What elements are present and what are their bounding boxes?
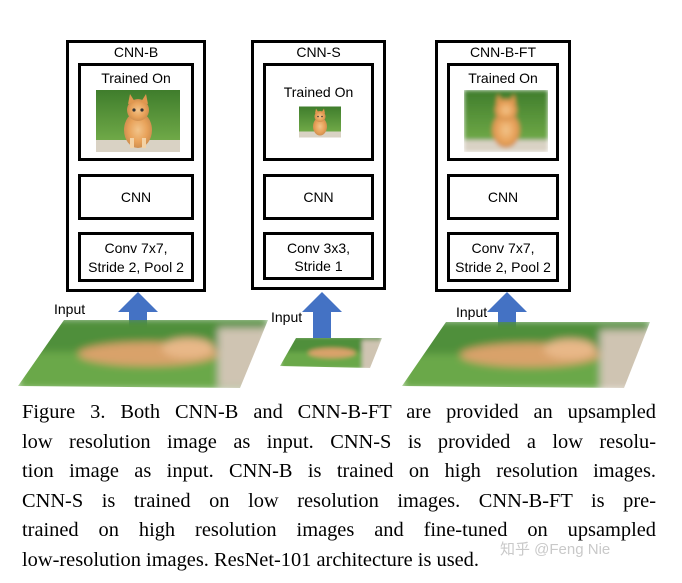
column-cnn-b: CNN-B Trained On CNN Conv 7x7, Stride 2,… bbox=[66, 40, 206, 292]
input-label: Input bbox=[54, 301, 85, 317]
kitten-image-high-res bbox=[96, 90, 180, 152]
conv-label-line1: Conv 7x7, bbox=[81, 239, 191, 258]
caption-line: tion image as input. CNN-B is trained on… bbox=[22, 457, 656, 487]
caption-line: Figure 3. Both CNN-B and CNN-B-FT are pr… bbox=[22, 398, 656, 428]
cnn-label: CNN bbox=[450, 188, 556, 207]
column-title: CNN-B bbox=[69, 44, 203, 60]
cnn-label: CNN bbox=[266, 188, 371, 207]
conv-label-line2: Stride 1 bbox=[266, 257, 371, 276]
input-label: Input bbox=[271, 309, 302, 325]
conv-label-line2: Stride 2, Pool 2 bbox=[81, 258, 191, 277]
conv-box: Conv 3x3, Stride 1 bbox=[263, 232, 374, 280]
column-cnn-b-ft: CNN-B-FT Trained On CNN Conv 7x7, Stride… bbox=[435, 40, 571, 292]
kitten-image-blurred bbox=[464, 90, 548, 152]
cnn-label: CNN bbox=[81, 188, 191, 207]
watermark: 知乎 @Feng Nie bbox=[500, 538, 610, 559]
cnn-box: CNN bbox=[447, 174, 559, 220]
trained-on-label: Trained On bbox=[450, 69, 556, 88]
conv-box: Conv 7x7, Stride 2, Pool 2 bbox=[447, 232, 559, 282]
input-image-low-res bbox=[280, 336, 382, 370]
trained-on-box: Trained On bbox=[263, 63, 374, 161]
conv-label-line1: Conv 7x7, bbox=[450, 239, 556, 258]
trained-on-box: Trained On bbox=[447, 63, 559, 161]
trained-on-label: Trained On bbox=[266, 83, 371, 102]
input-label: Input bbox=[456, 304, 487, 320]
trained-on-box: Trained On bbox=[78, 63, 194, 161]
cnn-box: CNN bbox=[78, 174, 194, 220]
trained-on-label: Trained On bbox=[81, 69, 191, 88]
caption-line: CNN-S is trained on low resolution image… bbox=[22, 487, 656, 517]
conv-label-line1: Conv 3x3, bbox=[266, 239, 371, 258]
input-image-upsampled bbox=[402, 320, 650, 390]
column-title: CNN-S bbox=[254, 44, 383, 60]
kitten-image-low-res bbox=[299, 106, 341, 138]
conv-label-line2: Stride 2, Pool 2 bbox=[450, 258, 556, 277]
column-title: CNN-B-FT bbox=[438, 44, 568, 60]
caption-line: low resolution image as input. CNN-S is … bbox=[22, 428, 656, 458]
input-image-upsampled bbox=[18, 318, 268, 390]
column-cnn-s: CNN-S Trained On CNN Conv 3x3, Stride 1 bbox=[251, 40, 386, 290]
cnn-box: CNN bbox=[263, 174, 374, 220]
conv-box: Conv 7x7, Stride 2, Pool 2 bbox=[78, 232, 194, 282]
up-arrow-icon bbox=[302, 292, 342, 338]
